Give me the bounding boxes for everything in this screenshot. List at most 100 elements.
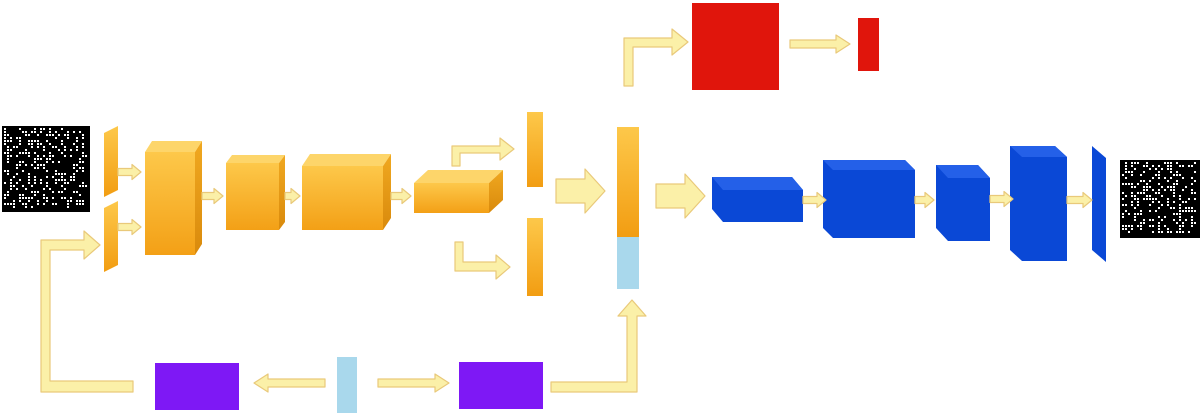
pixel-dot <box>1176 174 1178 176</box>
pixel-dot <box>1176 222 1178 224</box>
pixel-dot <box>25 188 27 190</box>
pixel-dot <box>1161 195 1163 197</box>
pixel-dot <box>16 164 18 166</box>
pixel-dot <box>1167 186 1169 188</box>
pixel-dot <box>1158 201 1160 203</box>
pixel-dot <box>37 155 39 157</box>
pixel-dot <box>1167 201 1169 203</box>
pixel-dot <box>1128 225 1130 227</box>
pixel-dot <box>76 200 78 202</box>
pixel-dot <box>82 155 84 157</box>
pixel-dot <box>25 134 27 136</box>
pixel-dot <box>46 200 48 202</box>
pixel-dot <box>64 149 66 151</box>
pixel-dot <box>16 182 18 184</box>
pixel-dot <box>1137 162 1139 164</box>
pixel-dot <box>43 155 45 157</box>
pixel-dot <box>4 134 6 136</box>
pixel-dot <box>1179 207 1181 209</box>
pixel-dot <box>1155 168 1157 170</box>
pixel-dot <box>1158 216 1160 218</box>
pixel-dot <box>52 134 54 136</box>
pixel-dot <box>58 179 60 181</box>
pixel-dot <box>82 203 84 205</box>
pixel-dot <box>1188 165 1190 167</box>
pixel-dot <box>28 140 30 142</box>
pixel-dot <box>1182 177 1184 179</box>
pixel-dot <box>1152 177 1154 179</box>
pixel-dot <box>1194 171 1196 173</box>
pixel-dot <box>22 161 24 163</box>
pixel-dot <box>64 173 66 175</box>
pixel-dot <box>61 128 63 130</box>
pixel-dot <box>1134 213 1136 215</box>
pixel-dot <box>34 191 36 193</box>
pixel-dot <box>1131 225 1133 227</box>
pixel-dot <box>1194 162 1196 164</box>
pixel-dot <box>1146 189 1148 191</box>
input-image <box>2 126 90 212</box>
pixel-dot <box>79 185 81 187</box>
pixel-dot <box>49 128 51 130</box>
pixel-dot <box>1188 207 1190 209</box>
pixel-dot <box>1143 189 1145 191</box>
pixel-dot <box>1125 183 1127 185</box>
pixel-dot <box>1164 177 1166 179</box>
pixel-dot <box>13 146 15 148</box>
pixel-dot <box>13 200 15 202</box>
pixel-dot <box>19 143 21 145</box>
pixel-dot <box>52 176 54 178</box>
pixel-dot <box>58 191 60 193</box>
pixel-dot <box>85 185 87 187</box>
pixel-dot <box>1131 171 1133 173</box>
pixel-dot <box>1164 225 1166 227</box>
pixel-dot <box>1176 213 1178 215</box>
arrow-noise-to-latent-right <box>377 373 450 393</box>
arrow-noise-to-latent-left <box>253 373 326 393</box>
pixel-dot <box>1125 210 1127 212</box>
pixel-dot <box>1155 192 1157 194</box>
pixel-dot <box>31 143 33 145</box>
pixel-dot <box>1158 174 1160 176</box>
pixel-dot <box>34 131 36 133</box>
pixel-dot <box>1149 186 1151 188</box>
arrow-conv3-to-conv4 <box>390 187 412 205</box>
pixel-dot <box>1143 198 1145 200</box>
pixel-dot <box>19 194 21 196</box>
pixel-dot <box>1134 186 1136 188</box>
pixel-dot <box>1170 231 1172 233</box>
output-slab <box>1092 146 1106 262</box>
pixel-dot <box>52 203 54 205</box>
pixel-dot <box>61 185 63 187</box>
pixel-dot <box>1158 189 1160 191</box>
arrow-slab-bottom-to-conv1 <box>117 218 142 236</box>
pixel-dot <box>1176 183 1178 185</box>
pixel-dot <box>1194 192 1196 194</box>
pixel-dot <box>43 128 45 130</box>
pixel-dot <box>1137 192 1139 194</box>
pixel-dot <box>1134 207 1136 209</box>
pixel-dot <box>52 146 54 148</box>
pixel-dot <box>1179 174 1181 176</box>
pixel-dot <box>19 179 21 181</box>
pixel-dot <box>10 155 12 157</box>
pixel-dot <box>76 191 78 193</box>
pixel-dot <box>58 149 60 151</box>
pixel-dot <box>1128 213 1130 215</box>
pixel-dot <box>1161 204 1163 206</box>
pixel-dot <box>16 155 18 157</box>
pixel-dot <box>4 203 6 205</box>
pixel-dot <box>1131 165 1133 167</box>
latent-block-left <box>155 363 239 410</box>
pixel-dot <box>82 152 84 154</box>
pixel-dot <box>4 152 6 154</box>
pixel-dot <box>19 164 21 166</box>
pixel-dot <box>82 182 84 184</box>
pixel-dot <box>22 152 24 154</box>
pixel-dot <box>1173 207 1175 209</box>
pixel-dot <box>55 146 57 148</box>
pixel-dot <box>61 197 63 199</box>
pixel-dot <box>1173 186 1175 188</box>
pixel-dot <box>43 149 45 151</box>
pixel-dot <box>1122 198 1124 200</box>
